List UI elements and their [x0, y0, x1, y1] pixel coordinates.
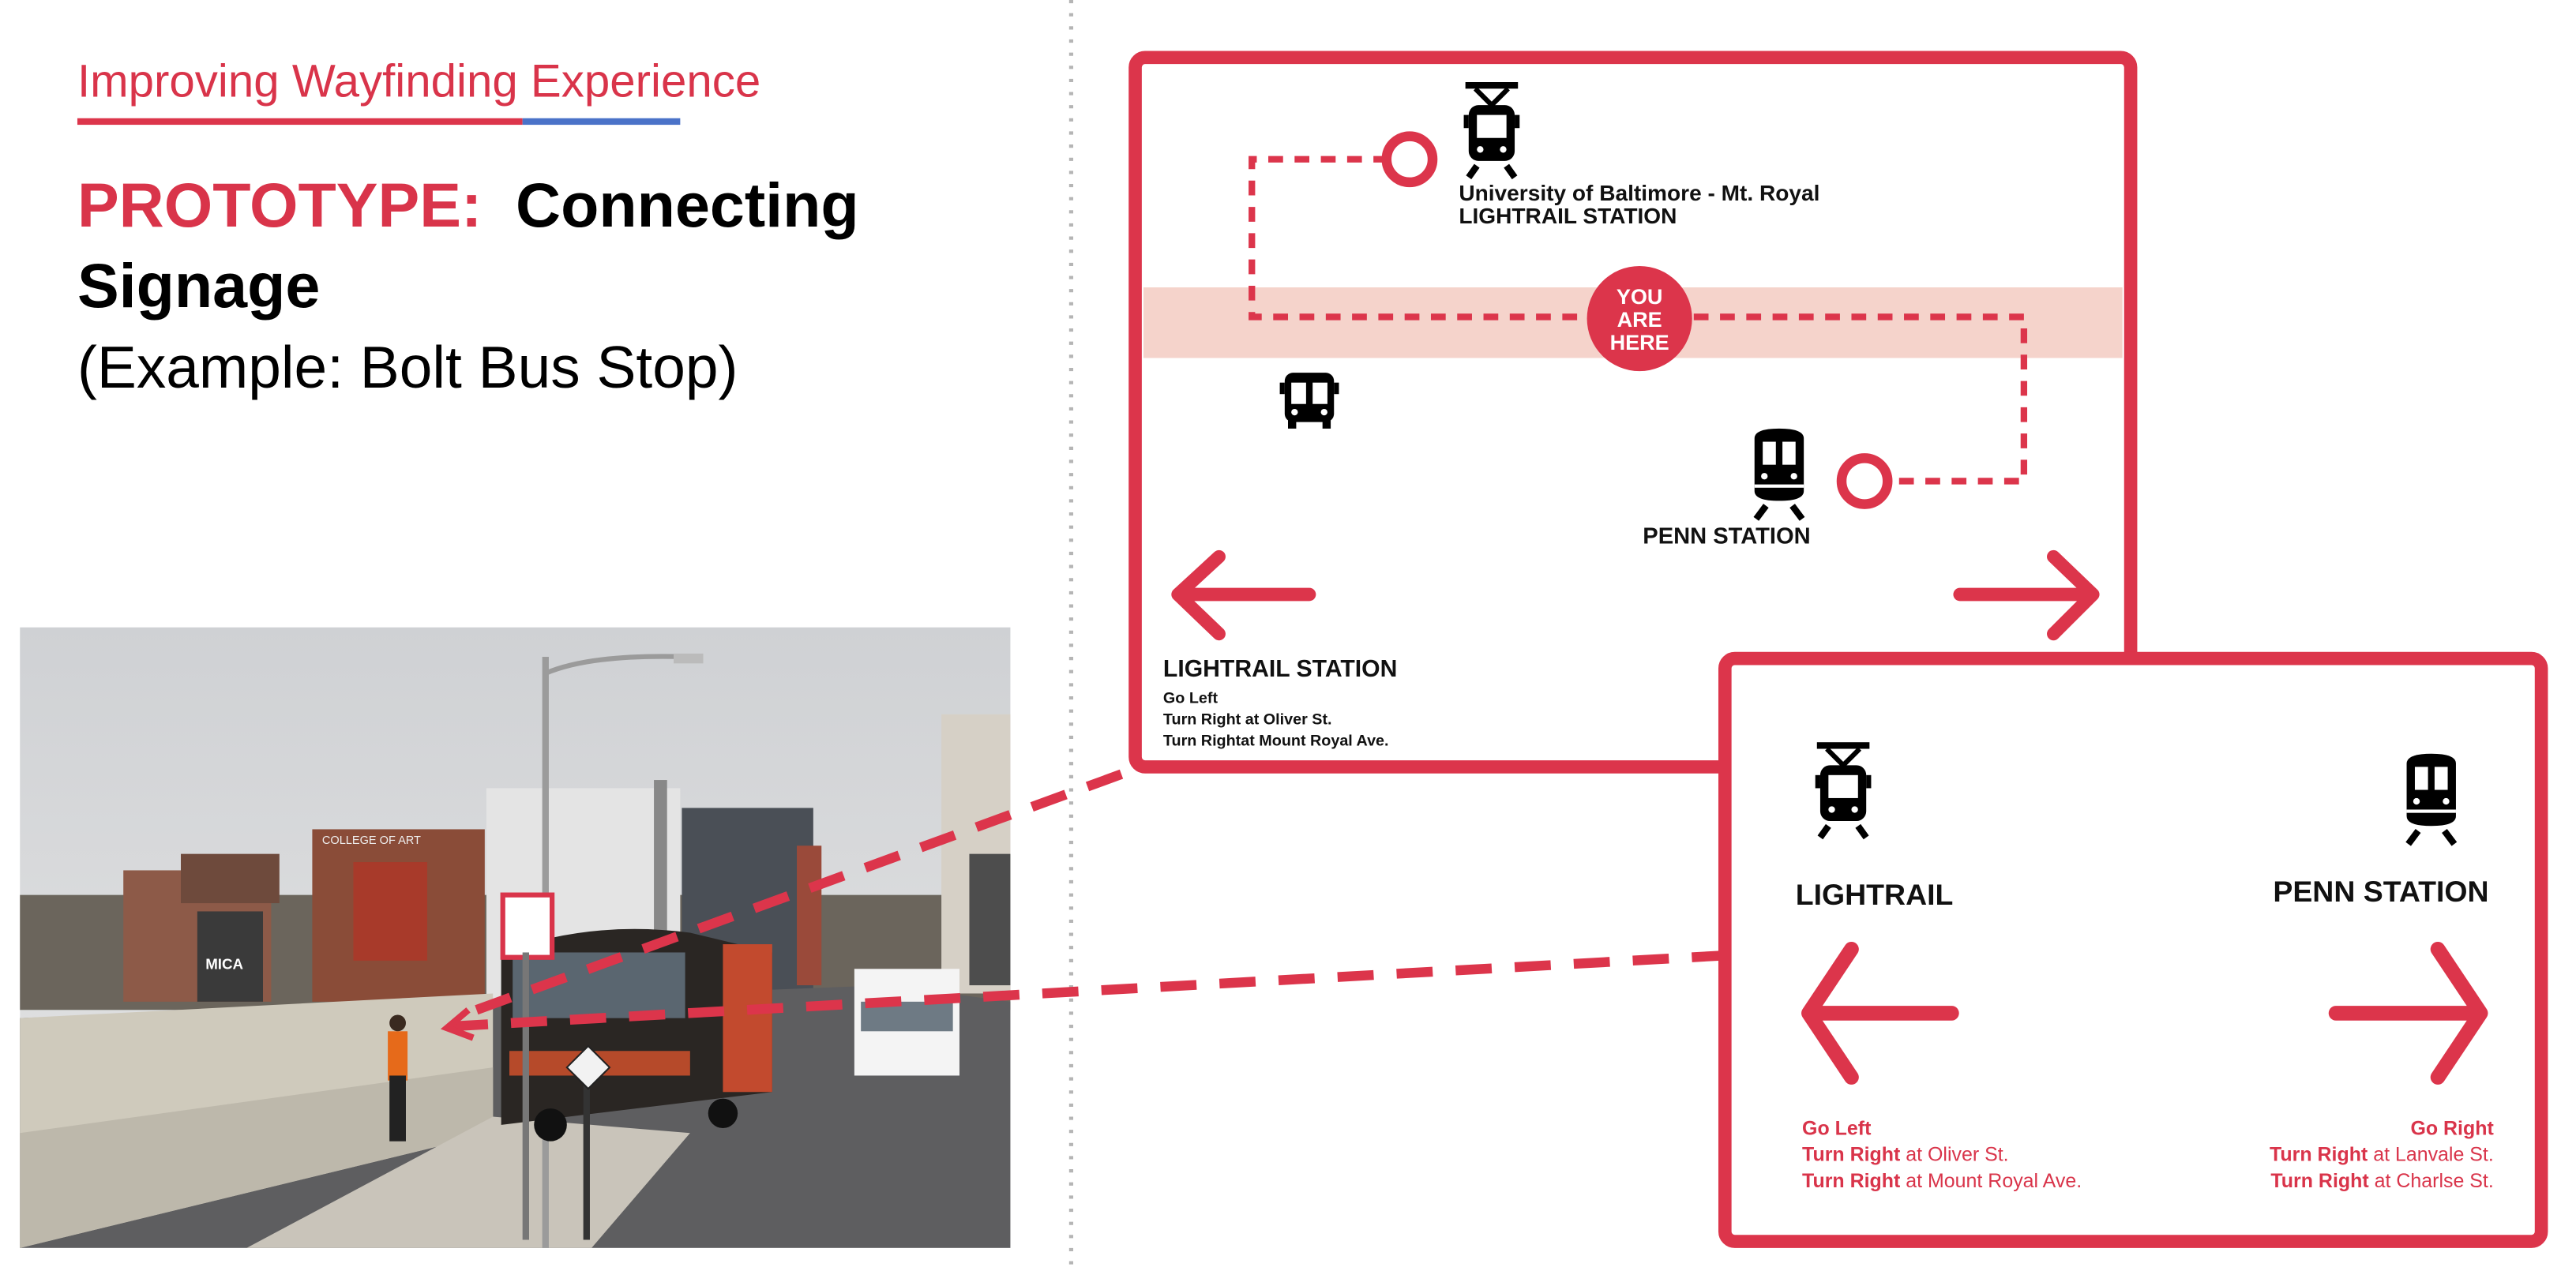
bold-part: Turn Right: [1802, 1144, 1900, 1166]
you-are-here-text: YOU: [1617, 285, 1663, 309]
example-caption: (Example: Bolt Bus Stop): [77, 334, 738, 400]
subtitle: Improving Wayfinding Experience: [77, 56, 760, 107]
title-line1: Connecting: [516, 170, 859, 240]
underline-blue: [522, 118, 681, 126]
arrow-right-icon: [2328, 941, 2488, 1085]
you-are-here-text: HERE: [1610, 331, 1669, 354]
bold-part: Turn Right: [2270, 1170, 2368, 1192]
left-direction-line: Turn Right at Oliver St.: [1802, 1144, 2009, 1166]
bold-part: Turn Right: [1802, 1170, 1900, 1192]
left-direction-line: Go Left: [1802, 1117, 1871, 1139]
penn-station-label: PENN STATION: [2273, 875, 2488, 908]
connector-line-direction-sign: [451, 950, 1721, 1032]
left-direction-line: Turn Right at Mount Royal Ave.: [1802, 1170, 2082, 1192]
street-photo: COLLEGE OF ART MICA: [20, 627, 1011, 1248]
underline-red: [77, 118, 523, 126]
college-of-art-sign: COLLEGE OF ART: [322, 834, 421, 847]
rest-part: at Oliver St.: [1900, 1144, 2008, 1166]
you-are-here-marker: [1587, 265, 1692, 372]
left-heading: LIGHTRAIL STATION: [1163, 656, 1398, 682]
right-direction-line: Go Right: [2410, 1117, 2493, 1139]
right-direction-line: Turn Right at Charlse St.: [2270, 1170, 2493, 1192]
arrow-left-icon: [1171, 549, 1316, 641]
title-prefix: PROTOTYPE:: [77, 170, 482, 240]
penn-stop-marker: [1836, 453, 1893, 509]
arrow-left-icon: [1801, 941, 1959, 1085]
lightrail-station-name: University of Baltimore - Mt. Royal: [1459, 181, 1819, 205]
left-direction-line: Turn Rightat Mount Royal Ave.: [1163, 732, 1389, 749]
route-path: [1249, 156, 2028, 485]
title-line2: Signage: [77, 250, 320, 321]
lightrail-label: LIGHTRAIL: [1796, 878, 1954, 911]
you-are-here-text: ARE: [1617, 308, 1662, 332]
connector-arrowhead: [440, 1007, 475, 1041]
left-direction-line: Turn Right at Oliver St.: [1163, 710, 1332, 728]
bold-part: Turn Right: [2270, 1144, 2368, 1166]
rest-part: at Mount Royal Ave.: [1900, 1170, 2082, 1192]
lightrail-stop-marker: [1381, 131, 1438, 188]
penn-station-label: PENN STATION: [1643, 524, 1810, 549]
rest-part: at Charlse St.: [2369, 1170, 2494, 1192]
lightrail-station-type: LIGHTRAIL STATION: [1459, 204, 1677, 228]
right-direction-line: Turn Right at Lanvale St.: [2270, 1144, 2494, 1166]
rest-part: at Lanvale St.: [2368, 1144, 2494, 1166]
page-title: PROTOTYPE: Connecting: [77, 170, 859, 240]
left-direction-line: Go Left: [1163, 689, 1219, 707]
bus-icon: [1279, 373, 1339, 429]
mica-sign: MICA: [205, 955, 243, 972]
direction-sign: LIGHTRAIL PENN STATION Go Left Turn Righ…: [1718, 651, 2548, 1248]
map-sign: YOU ARE HERE University of Baltimore - M…: [1128, 51, 2138, 774]
arrow-right-icon: [1953, 549, 2100, 641]
